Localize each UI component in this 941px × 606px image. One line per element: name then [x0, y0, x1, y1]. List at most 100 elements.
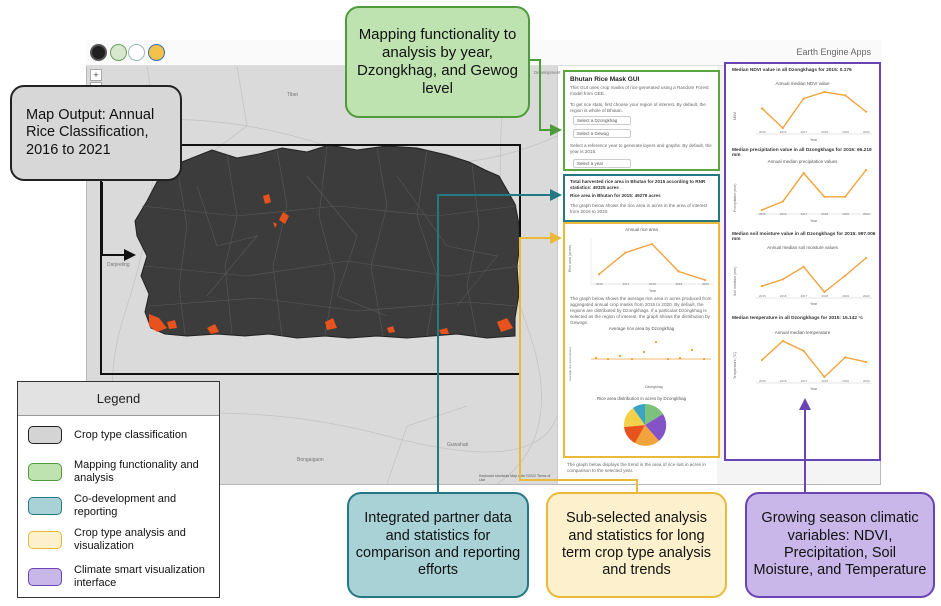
legend-swatch — [28, 567, 62, 586]
svg-text:Guwahati: Guwahati — [447, 442, 468, 448]
data-point — [864, 360, 868, 364]
data-point — [864, 110, 868, 113]
partner-data-callout: Integrated partner data and statistics f… — [347, 492, 529, 598]
chart1-ylabel: Rice area (acres) — [568, 245, 572, 272]
legend-label: Climate smart visualization interface — [74, 564, 205, 589]
temp-text: Median temperature in all Dzongkhags for… — [732, 316, 863, 321]
rice-distribution-pie — [623, 403, 667, 446]
soil-text: Median soil moisture value in all Dzongk… — [732, 232, 876, 242]
legend-label: Crop type analysis and visualization — [74, 527, 186, 552]
ndvi-ylabel: NDVI — [733, 112, 737, 120]
soil-xlabel: Year — [810, 302, 818, 306]
x-tick-label: 2019 — [676, 282, 683, 286]
series-line — [761, 169, 867, 211]
data-point — [864, 168, 868, 172]
data-point — [844, 356, 847, 359]
data-point — [781, 278, 784, 281]
subselected-arrow — [519, 232, 638, 492]
x-tick-label: 2017 — [801, 212, 808, 216]
sub-selected-analysis-callout: Sub-selected analysis and statistics for… — [546, 492, 727, 598]
data-point — [650, 242, 654, 246]
precip-text: Median precipitation value in all Dzongk… — [732, 148, 872, 158]
series-line — [761, 257, 867, 293]
data-point — [760, 284, 764, 288]
climatic-variables-callout: Growing season climatic variables: NDVI,… — [745, 492, 935, 598]
x-tick-label: 2020 — [702, 282, 709, 286]
zoom-in-button[interactable]: + — [90, 69, 102, 81]
rice-lost-text: The graph below displays the trend in th… — [567, 462, 706, 473]
x-tick-label: 2017 — [623, 282, 630, 286]
partner-logo-1 — [110, 44, 127, 61]
app-title: Bhutan Rice Mask GUI — [570, 76, 640, 83]
year-select[interactable]: Select a year — [573, 159, 631, 168]
x-tick-label: 2018 — [821, 212, 828, 216]
data-point — [760, 358, 764, 362]
data-point — [823, 195, 826, 198]
x-tick-label: 2020 — [863, 212, 870, 216]
soil-ylabel: Soil moisture (mm) — [733, 267, 737, 296]
chart2-ylabel: Average rice area (acres) — [568, 347, 572, 381]
data-point — [597, 273, 601, 276]
x-tick-label: 2016 — [780, 379, 787, 383]
legend-swatch — [28, 462, 62, 481]
legend-item-mapping: Mapping functionality and analysis — [28, 459, 214, 484]
data-point — [823, 90, 826, 94]
temp-xlabel: Year — [810, 387, 818, 391]
data-point — [802, 265, 805, 268]
data-point — [677, 270, 680, 273]
development-tab[interactable]: Development — [534, 70, 561, 75]
graph-description: The graph below shows the rice area in a… — [570, 203, 708, 214]
earth-engine-apps-label[interactable]: Earth Engine Apps — [796, 47, 871, 57]
x-tick-label: 2019 — [842, 130, 849, 134]
gewog-select[interactable]: Select a Gewog — [573, 129, 631, 138]
legend-item-codevelopment: Co-development and reporting — [28, 493, 214, 518]
servir-logo — [90, 44, 107, 61]
dzongkhag-select[interactable]: Select a Dzongkhag — [573, 116, 631, 125]
chart1-title: Annual rice area — [625, 227, 658, 232]
x-tick-label: 2016 — [780, 294, 787, 298]
precip-xlabel: Year — [810, 219, 818, 223]
data-point — [823, 290, 826, 294]
x-tick-label: 2015 — [759, 212, 766, 216]
x-tick-label: 2018 — [821, 379, 828, 383]
x-tick-label: 2015 — [759, 130, 766, 134]
legend-label: Co-development and reporting — [74, 493, 177, 518]
data-point — [802, 172, 805, 175]
x-tick-label: 2017 — [801, 379, 808, 383]
data-point — [703, 278, 707, 282]
series-line — [761, 340, 867, 379]
legend-title: Legend — [18, 382, 219, 416]
partner-logo-2 — [128, 44, 145, 61]
data-point — [802, 97, 805, 100]
data-point — [844, 94, 847, 97]
svg-text:Darjeeling: Darjeeling — [107, 262, 130, 268]
climate-section: Median NDVI value in all Dzongkhags for … — [724, 62, 881, 461]
mapping-functionality-callout: Mapping functionality to analysis by yea… — [345, 6, 530, 118]
x-tick-label: 2016 — [596, 282, 603, 286]
avg-rice-by-dzongkhag-chart: Average rice area (acres) Dzongkhag — [568, 341, 711, 389]
chart2-points — [595, 341, 705, 360]
legend-label: Mapping functionality and analysis — [74, 459, 199, 484]
x-tick-label: 2019 — [842, 212, 849, 216]
precip-chart-title: Annual median precipitation values — [767, 159, 838, 164]
map-output-arrow — [101, 182, 136, 261]
data-point — [781, 200, 784, 203]
chart1-xlabel: Year — [649, 289, 657, 293]
chart3-title: Rice area distribution in acres by Dzong… — [596, 396, 687, 401]
mapping-section: Bhutan Rice Mask GUI This GUI uses crop … — [563, 70, 720, 171]
x-tick-label: 2017 — [801, 294, 808, 298]
x-tick-label: 2015 — [759, 294, 766, 298]
svg-text:Tibet: Tibet — [287, 92, 299, 98]
legend-item-climate: Climate smart visualization interface — [28, 564, 214, 589]
x-tick-label: 2018 — [821, 130, 828, 134]
x-tick-label: 2016 — [780, 130, 787, 134]
legend-label: Crop type classification — [74, 428, 188, 441]
